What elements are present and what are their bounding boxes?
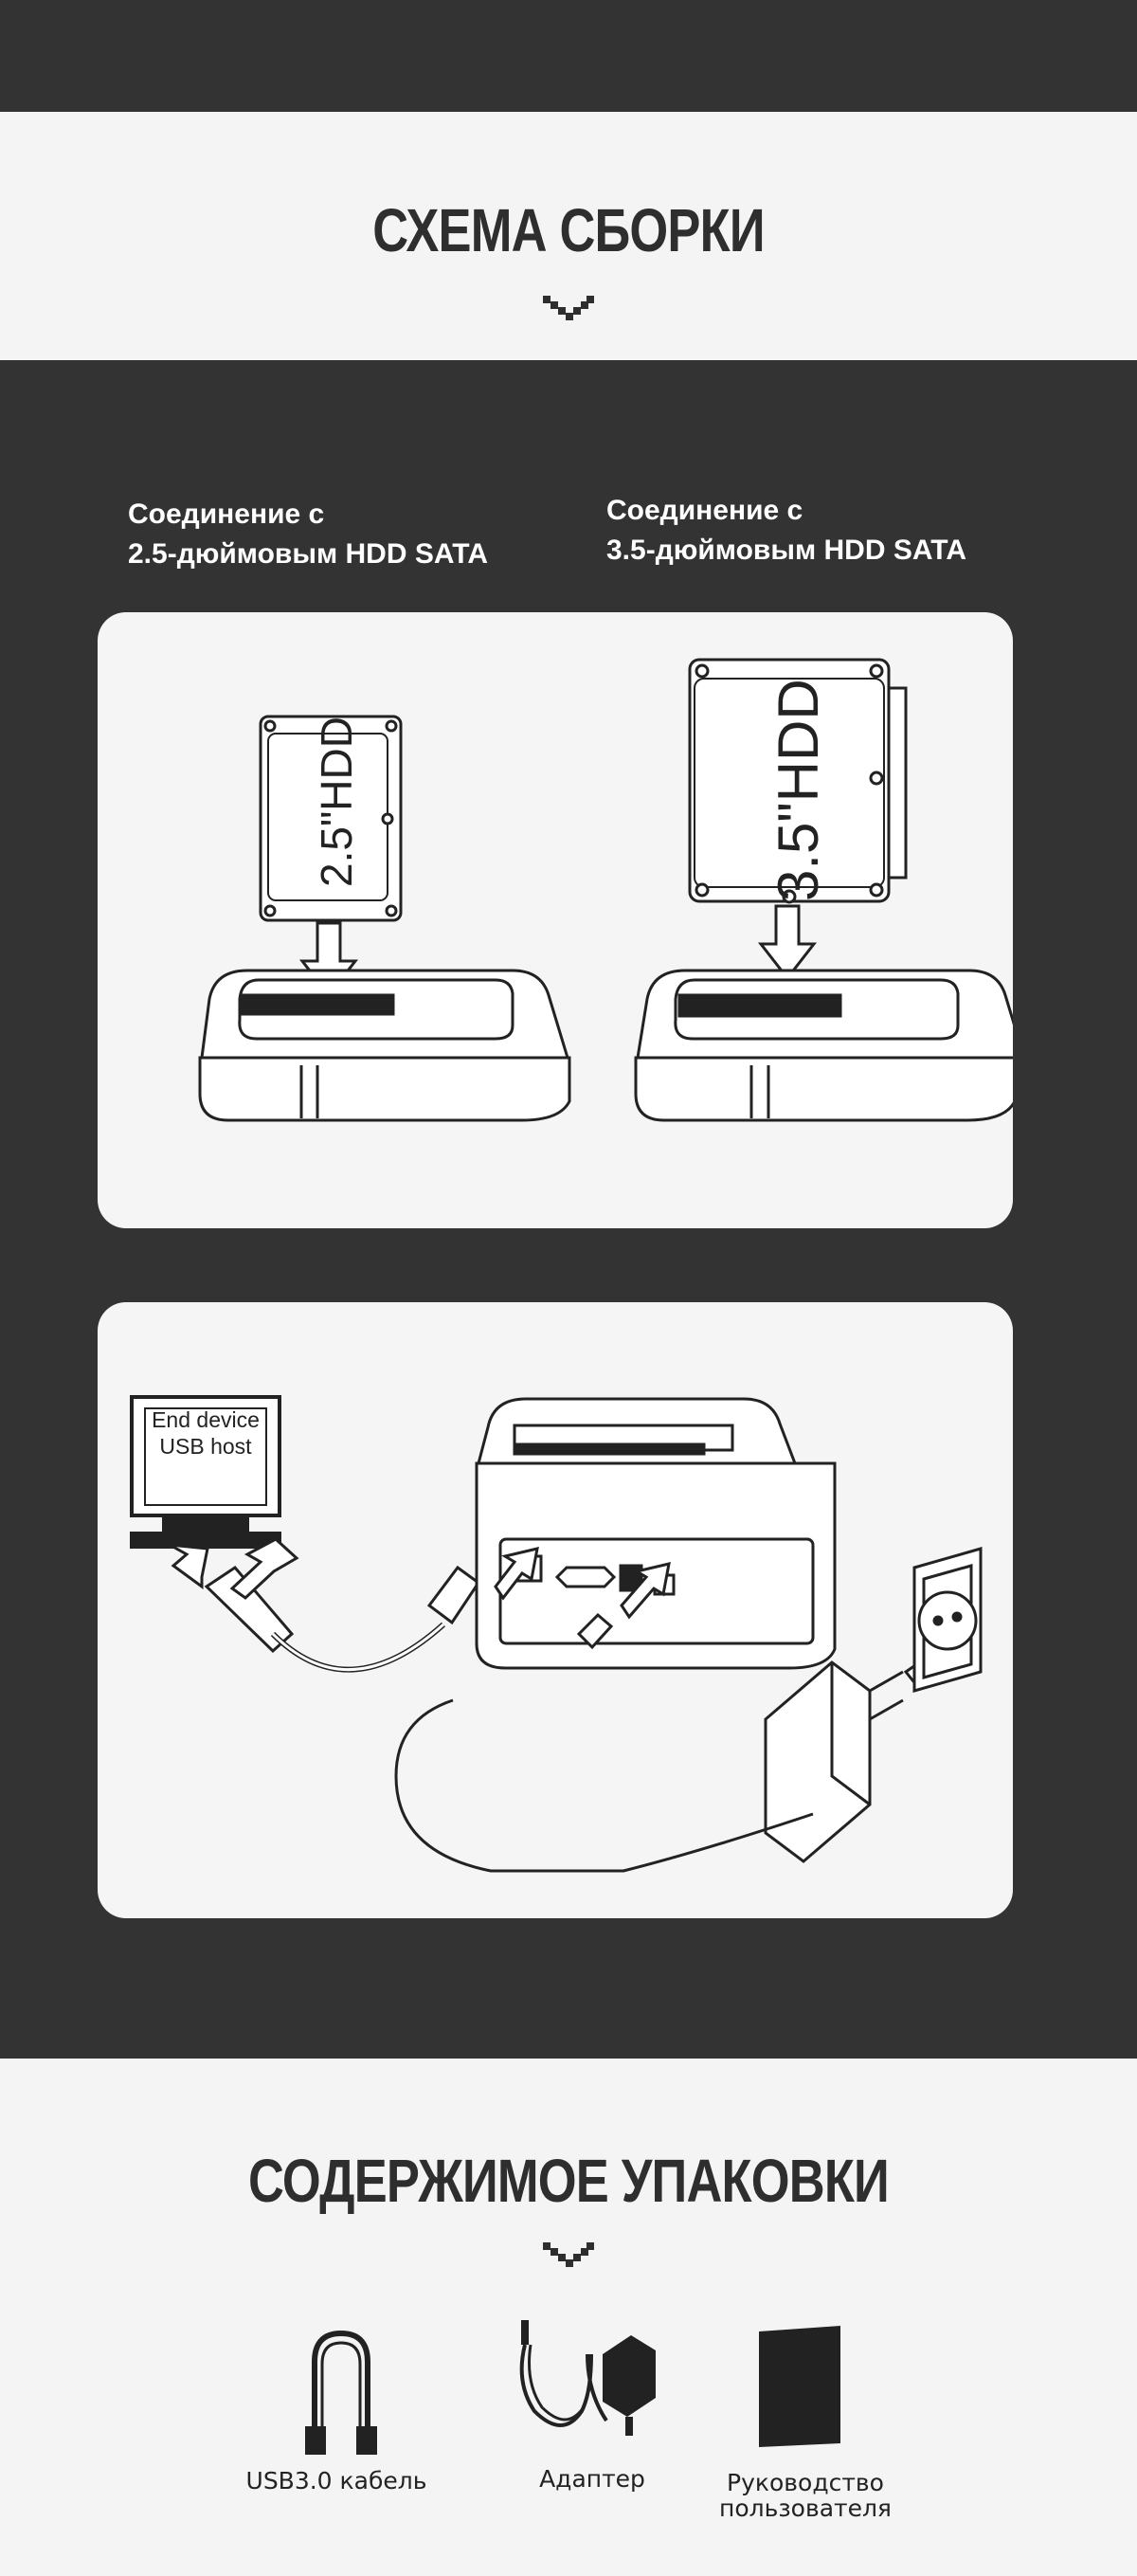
usb-cable-icon (305, 2330, 377, 2455)
power-adapter (394, 1612, 904, 1873)
left-connection-label: Соединение с 2.5-дюймовым HDD SATA (128, 495, 488, 574)
hdd-3-5-label: 3.5"HDD (767, 679, 830, 901)
hdd-2-5-label: 2.5"HDD (312, 717, 361, 887)
end-device-line1: End device (152, 1407, 260, 1432)
left-label-line1: Соединение с (128, 499, 325, 530)
usb-cable (169, 1543, 481, 1673)
dock-rear (475, 1397, 837, 1670)
adapter-label: Адаптер (539, 2465, 645, 2493)
manual-label-line1: Руководство (727, 2469, 884, 2496)
package-title: СОДЕРЖИМОЕ УПАКОВКИ (248, 2147, 890, 2215)
connection-panel: End device USB host (98, 1302, 1013, 1918)
right-connection-label: Соединение с 3.5-дюймовым HDD SATA (606, 491, 966, 571)
arrow-to-computer (229, 1537, 299, 1600)
computer-icon (130, 1395, 281, 1549)
adapter-icon (519, 2320, 656, 2436)
manual-icon (759, 2326, 840, 2447)
end-device-label: End device USB host (145, 1406, 266, 1460)
hdd-3-5-drive (688, 658, 908, 904)
top-band (0, 0, 1137, 112)
assembly-diagram-section: Соединение с 2.5-дюймовым HDD SATA Соеди… (0, 360, 1137, 2059)
manual-label: Руководство пользователя (701, 2470, 910, 2521)
left-label-line2: 2.5-дюймовым HDD SATA (128, 538, 489, 570)
dock-left (198, 969, 571, 1122)
chevron-down-icon (543, 2242, 594, 2267)
right-label-line2: 3.5-дюймовым HDD SATA (606, 535, 967, 566)
usb-cable-label: USB3.0 кабель (245, 2467, 427, 2494)
hdd-insertion-illustration (198, 658, 1013, 1122)
connection-illustration (130, 1395, 983, 1873)
arrow-to-usb-port (494, 1547, 539, 1601)
insert-arrow-right (757, 904, 818, 981)
right-label-line1: Соединение с (606, 495, 803, 526)
hdd-insertion-panel: 2.5"HDD 3.5"HDD (98, 612, 1013, 1228)
package-section: СОДЕРЖИМОЕ УПАКОВКИ USB3.0 кабель Адапте… (0, 2059, 1137, 2576)
assembly-title: СХЕМА СБОРКИ (372, 196, 765, 264)
assembly-header: СХЕМА СБОРКИ (0, 112, 1137, 360)
wall-outlet (912, 1547, 983, 1693)
end-device-line2: USB host (159, 1434, 252, 1459)
dock-right (634, 969, 1013, 1122)
manual-label-line2: пользователя (719, 2494, 892, 2522)
arrow-to-power-port (620, 1562, 671, 1620)
hdd-2-5-drive (259, 715, 403, 922)
chevron-down-icon (543, 296, 594, 320)
